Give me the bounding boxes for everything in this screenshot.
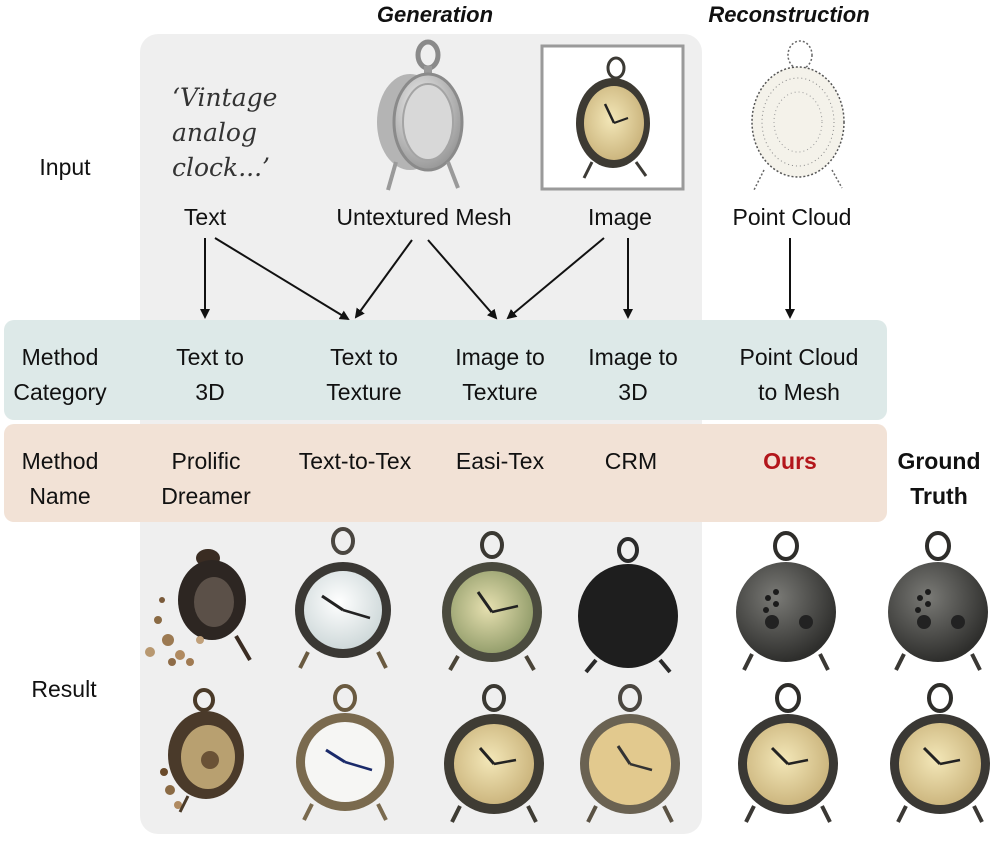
method-category-band — [4, 320, 887, 420]
method-crm: CRM — [604, 448, 658, 474]
category-text-to-texture: Text to Texture — [326, 344, 402, 405]
category-image-to-3d: Image to 3D — [588, 344, 678, 405]
result-ground-truth-1 — [888, 531, 988, 671]
input-text-label: Text — [183, 204, 227, 230]
method-prolific-dreamer: Prolific Dreamer — [161, 448, 251, 509]
row-label-result: Result — [31, 676, 97, 702]
result-ours-1 — [736, 531, 836, 671]
category-text-to-3d: Text to 3D — [176, 344, 244, 405]
method-category-label: Method Category — [13, 344, 107, 405]
method-name-label: Method Name — [21, 448, 99, 509]
point-cloud-thumbnail — [751, 40, 845, 191]
input-image-label: Image — [588, 204, 652, 230]
input-image-thumbnail — [540, 44, 685, 191]
reconstruction-header: Reconstruction — [708, 2, 870, 27]
prompt-line-3: clock...’ — [172, 153, 270, 182]
row-label-input: Input — [39, 154, 91, 180]
result-crm-2 — [580, 684, 680, 823]
method-name-band — [4, 424, 887, 522]
result-crm-1 — [578, 537, 678, 674]
prompt-line-1: ‘Vintage — [172, 83, 278, 112]
generation-header: Generation — [376, 2, 494, 27]
category-point-cloud-to-mesh: Point Cloud to Mesh — [739, 344, 859, 405]
result-prolific-dreamer-1 — [145, 549, 252, 666]
prompt-line-2: analog — [172, 118, 257, 147]
result-easi-tex-2 — [444, 684, 544, 823]
input-mesh-label: Untextured Mesh — [336, 204, 512, 230]
method-easi-tex: Easi-Tex — [455, 448, 545, 474]
input-point-cloud-label: Point Cloud — [732, 204, 852, 230]
ground-truth-label: Ground Truth — [897, 448, 981, 509]
flow-arrows — [200, 237, 795, 321]
text-prompt: ‘Vintage analog clock...’ — [172, 80, 302, 185]
untextured-mesh-thumbnail — [377, 39, 464, 191]
result-text-to-tex-2 — [296, 684, 394, 821]
method-ours: Ours — [763, 448, 817, 474]
result-easi-tex-1 — [442, 531, 542, 671]
result-text-to-tex-1 — [295, 527, 391, 669]
result-ours-2 — [738, 683, 838, 823]
method-text-to-tex: Text-to-Tex — [298, 448, 412, 474]
result-ground-truth-2 — [890, 683, 990, 823]
category-image-to-texture: Image to Texture — [455, 344, 545, 405]
result-prolific-dreamer-2 — [160, 688, 244, 813]
